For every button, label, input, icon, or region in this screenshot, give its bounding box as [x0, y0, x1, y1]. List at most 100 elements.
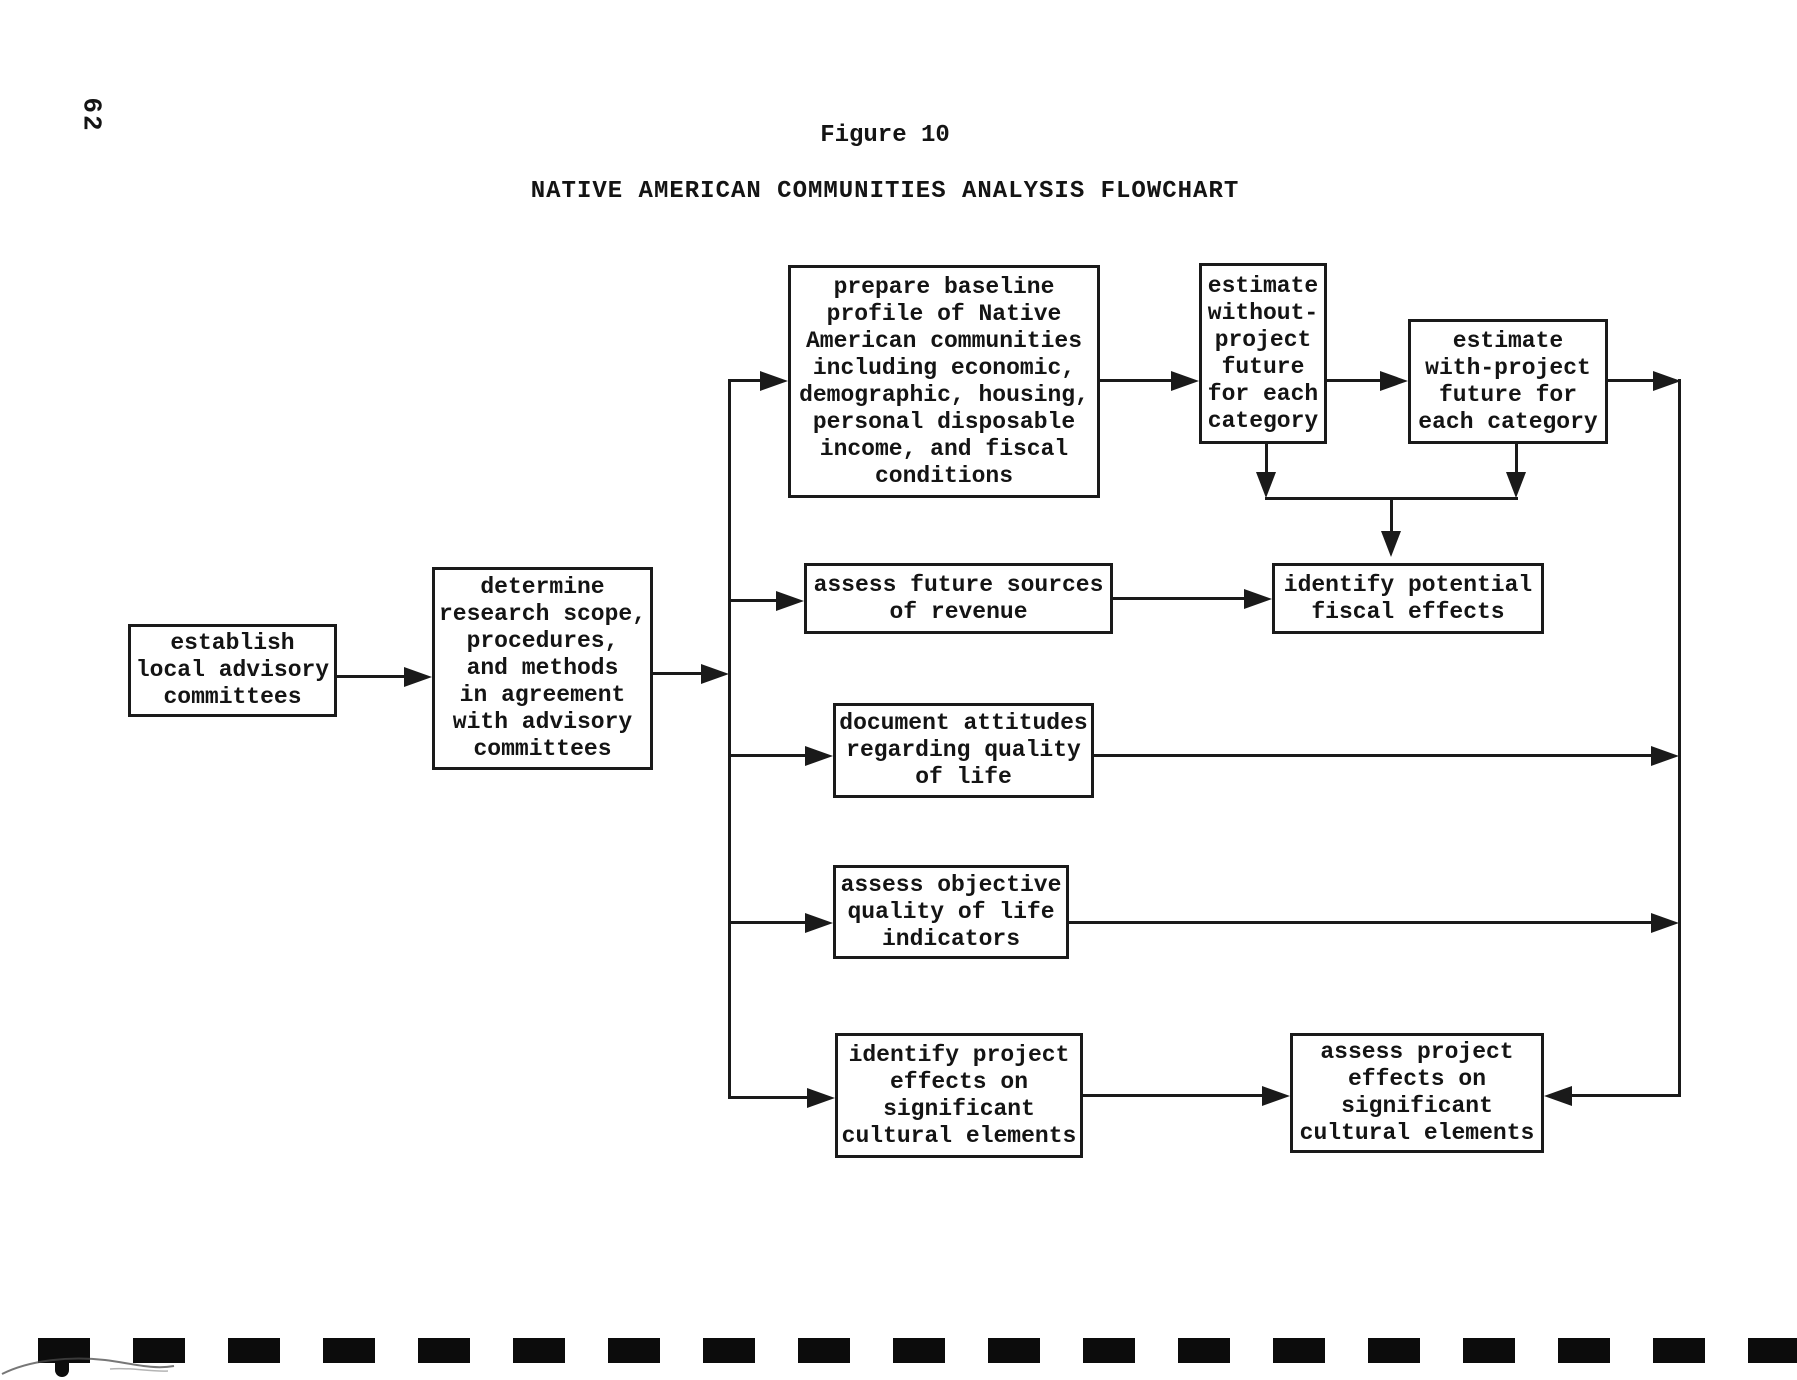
connector-spine-to-identify-effects [728, 1096, 809, 1099]
node-text-line: and methods [466, 655, 619, 681]
node-text-line: assess future sources [813, 571, 1104, 598]
scan-squiggle-mark [1, 1357, 175, 1375]
node-text-line: each category [1418, 408, 1598, 435]
node-text-line: including economic, [812, 354, 1076, 381]
node-text-line: document attitudes [839, 710, 1088, 736]
node-text-line: determine [480, 574, 605, 600]
right-rail-line [1678, 379, 1681, 1096]
arrowhead-down-icon [1381, 531, 1401, 557]
arrowhead-right-icon [805, 913, 833, 933]
node-text-line: of revenue [889, 598, 1028, 625]
node-text-line: American communities [805, 327, 1083, 354]
node-text-line: regarding quality [846, 737, 1081, 763]
perforation-strip [38, 1338, 1797, 1363]
node-text-line: committees [163, 684, 302, 710]
branch-spine-line [728, 379, 731, 1099]
connector-spine-to-attitudes [728, 754, 807, 757]
connector-spine-to-revenue [728, 599, 778, 602]
arrowhead-right-icon [807, 1088, 835, 1108]
node-text-line: demographic, housing, [799, 381, 1089, 408]
node-text-line: fiscal effects [1311, 598, 1505, 625]
node-text-line: for each [1207, 380, 1319, 407]
node-text-line: significant [883, 1095, 1035, 1122]
connector-rail-to-assess-effects [1571, 1094, 1681, 1097]
node-text-line: indicators [881, 925, 1021, 952]
connector-attitudes-to-rail [1094, 754, 1653, 757]
arrowhead-down-icon [1506, 472, 1526, 498]
node-text-line: profile of Native [826, 300, 1062, 327]
node-text-line: local advisory [135, 657, 330, 683]
node-text-line: cultural elements [1299, 1120, 1535, 1146]
node-text-line: of life [915, 764, 1012, 790]
node-text-line: in agreement [459, 682, 626, 708]
connector-merge-to-fiscal [1390, 498, 1393, 532]
node-text-line: effects on [1347, 1066, 1487, 1092]
node-text-line: cultural elements [841, 1122, 1077, 1149]
node-text-line: with-project [1425, 354, 1591, 381]
connector-determine-to-spine [653, 672, 703, 675]
node-text-line: future for [1438, 381, 1578, 408]
connector-establish-to-determine [337, 675, 408, 678]
arrowhead-right-icon [701, 664, 729, 684]
connector-identify-to-assess-effects [1083, 1094, 1264, 1097]
node-text-line: estimate [1452, 327, 1564, 354]
node-text-line: identify project [848, 1041, 1070, 1068]
connector-spine-to-baseline [728, 379, 762, 382]
node-text-line: personal disposable [812, 408, 1076, 435]
node-text-line: with advisory [452, 709, 633, 735]
connector-with-to-rail [1608, 379, 1655, 382]
arrowhead-right-icon [760, 371, 788, 391]
node-text-line: income, and fiscal [819, 435, 1069, 462]
page-title: NATIVE AMERICAN COMMUNITIES ANALYSIS FLO… [530, 178, 1240, 205]
connector-without-to-with [1327, 379, 1382, 382]
connector-baseline-to-without [1100, 379, 1173, 382]
node-text-line: committees [473, 736, 612, 762]
arrowhead-down-icon [1256, 472, 1276, 498]
node-text-line: identify potential [1283, 571, 1533, 598]
node-text-line: significant [1341, 1093, 1493, 1119]
node-text-line: category [1207, 407, 1319, 434]
connector-objective-to-rail [1069, 921, 1653, 924]
arrowhead-right-icon [1380, 371, 1408, 391]
arrowhead-right-icon [1244, 589, 1272, 609]
arrowhead-right-icon [1171, 371, 1199, 391]
node-text-line: project [1214, 326, 1312, 353]
arrowhead-right-icon [1262, 1086, 1290, 1106]
arrowhead-right-icon [1653, 371, 1681, 391]
page-number: 62 [76, 97, 107, 133]
arrowhead-right-icon [1651, 746, 1679, 766]
node-text-line: prepare baseline [833, 273, 1055, 300]
perforation-ink-tail [55, 1360, 69, 1377]
node-text-line: assess objective [840, 871, 1062, 898]
arrowhead-left-icon [1544, 1086, 1572, 1106]
arrowhead-right-icon [805, 746, 833, 766]
figure-label: Figure 10 [820, 122, 950, 149]
arrowhead-right-icon [1651, 913, 1679, 933]
node-text-line: procedures, [466, 628, 619, 654]
node-text-line: estimate [1207, 272, 1319, 299]
node-text-line: effects on [889, 1068, 1029, 1095]
arrowhead-right-icon [404, 667, 432, 687]
node-text-line: future [1221, 353, 1305, 380]
node-text-line: assess project [1320, 1039, 1514, 1065]
node-text-line: establish [170, 630, 295, 656]
connector-without-down [1265, 444, 1268, 474]
node-text-line: conditions [874, 462, 1014, 489]
node-text-line: without- [1207, 299, 1319, 326]
connector-with-down [1515, 444, 1518, 474]
node-text-line: research scope, [438, 601, 647, 627]
node-text-line: quality of life [847, 898, 1055, 925]
connector-revenue-to-fiscal [1113, 597, 1246, 600]
